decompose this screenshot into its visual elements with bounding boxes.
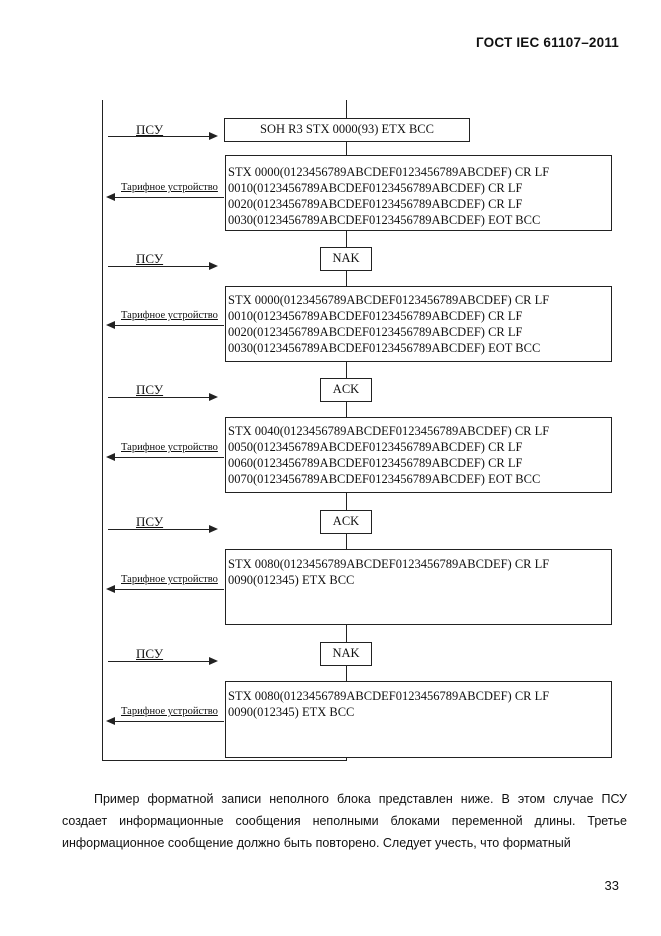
ack-box: ACK [320,510,372,534]
psu-label: ПСУ [136,251,164,266]
arrow-to-device [108,132,218,140]
data-block-5: STX 0080(0123456789ABCDEF0123456789ABCDE… [225,681,612,758]
diagram-left-border [102,100,103,760]
ack-box: ACK [320,378,372,402]
block-line: STX 0080(0123456789ABCDEF0123456789ABCDE… [228,557,550,571]
block-line: 0050(0123456789ABCDEF0123456789ABCDEF) C… [228,440,523,454]
document-header: ГОСТ IEC 61107–2011 [475,35,619,50]
arrow-to-psu [106,321,224,329]
block-line: STX 0000(0123456789ABCDEF0123456789ABCDE… [228,293,550,307]
data-block-2: STX 0000(0123456789ABCDEF0123456789ABCDE… [225,286,612,362]
arrow-to-psu [106,193,224,201]
psu-label: ПСУ [136,122,164,137]
arrow-to-psu [106,585,224,593]
block-line: STX 0040(0123456789ABCDEF0123456789ABCDE… [228,424,550,438]
request-box: SOH R3 STX 0000(93) ETX BCC [224,118,470,142]
block-line: 0070(0123456789ABCDEF0123456789ABCDEF) E… [228,472,541,486]
nak-text: NAK [332,646,360,660]
ack-text: ACK [332,382,360,396]
nak-box: NAK [320,642,372,666]
block-line: 0010(0123456789ABCDEF0123456789ABCDEF) C… [228,181,523,195]
block-line: 0020(0123456789ABCDEF0123456789ABCDEF) C… [228,197,523,211]
block-line: 0060(0123456789ABCDEF0123456789ABCDEF) C… [228,456,523,470]
arrow-to-device [108,525,218,533]
psu-label: ПСУ [136,514,164,529]
arrow-to-device [108,393,218,401]
block-line: 0020(0123456789ABCDEF0123456789ABCDEF) C… [228,325,523,339]
block-line: STX 0000(0123456789ABCDEF0123456789ABCDE… [228,165,550,179]
page-number: 33 [604,878,619,893]
nak-text: NAK [332,251,360,265]
device-label: Тарифное устройство [121,706,218,717]
psu-label: ПСУ [136,646,164,661]
data-block-4: STX 0080(0123456789ABCDEF0123456789ABCDE… [225,549,612,625]
device-label: Тарифное устройство [121,182,218,193]
arrow-to-device [108,657,218,665]
block-line: 0030(0123456789ABCDEF0123456789ABCDEF) E… [228,341,541,355]
block-line: 0090(012345) ETX BCC [228,705,355,719]
request-text: SOH R3 STX 0000(93) ETX BCC [260,122,434,136]
diagram-bottom-border [102,760,347,761]
arrow-to-psu [106,717,224,725]
data-block-3: STX 0040(0123456789ABCDEF0123456789ABCDE… [225,417,612,493]
block-line: 0090(012345) ETX BCC [228,573,355,587]
block-line: STX 0080(0123456789ABCDEF0123456789ABCDE… [228,689,550,703]
body-paragraph: Пример форматной записи неполного блока … [62,792,627,850]
nak-box: NAK [320,247,372,271]
arrow-to-device [108,262,218,270]
block-line: 0010(0123456789ABCDEF0123456789ABCDEF) C… [228,309,523,323]
device-label: Тарифное устройство [121,442,218,453]
device-label: Тарифное устройство [121,310,218,321]
block-line: 0030(0123456789ABCDEF0123456789ABCDEF) E… [228,213,541,227]
arrow-to-psu [106,453,224,461]
device-label: Тарифное устройство [121,574,218,585]
data-block-1: STX 0000(0123456789ABCDEF0123456789ABCDE… [225,155,612,231]
ack-text: ACK [332,514,360,528]
psu-label: ПСУ [136,382,164,397]
